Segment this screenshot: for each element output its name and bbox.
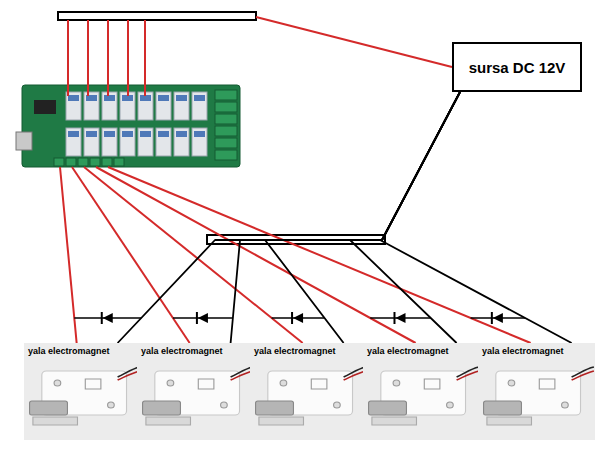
positive-bus-bar bbox=[58, 12, 256, 20]
relay-output-wire bbox=[84, 167, 303, 343]
electromagnet-lock: yala electromagnet bbox=[137, 343, 254, 440]
power-label: sursa DC 12V bbox=[469, 59, 566, 76]
ground-wire bbox=[380, 92, 572, 343]
power-supply-box: sursa DC 12V bbox=[452, 42, 582, 92]
lock-photo bbox=[137, 343, 254, 440]
lock-photo bbox=[478, 343, 595, 440]
ground-wire bbox=[265, 92, 460, 343]
relay-output-wire bbox=[96, 167, 416, 343]
relay-output-wire bbox=[108, 167, 531, 343]
diode-symbol bbox=[272, 312, 325, 324]
lock-photo bbox=[250, 343, 367, 440]
relay-feed-wire bbox=[67, 20, 69, 96]
lock-label: yala electromagnet bbox=[24, 343, 141, 356]
lock-label: yala electromagnet bbox=[250, 343, 367, 356]
relay-feed-wire bbox=[127, 20, 129, 96]
relay-board bbox=[16, 85, 240, 167]
diode-symbol bbox=[173, 312, 233, 324]
electromagnet-lock: yala electromagnet bbox=[478, 343, 595, 440]
relay-feed-wire bbox=[144, 20, 146, 96]
diode-symbol bbox=[74, 312, 141, 324]
relay-feed-wire bbox=[87, 20, 89, 96]
lock-photo bbox=[363, 343, 480, 440]
lock-photo bbox=[24, 343, 141, 440]
positive-wire bbox=[256, 17, 452, 67]
relay-output-wire bbox=[60, 167, 77, 343]
lock-label: yala electromagnet bbox=[137, 343, 254, 356]
electromagnet-lock: yala electromagnet bbox=[250, 343, 367, 440]
ground-wire bbox=[231, 92, 460, 343]
ground-wire bbox=[118, 92, 460, 343]
relay-feed-wire bbox=[107, 20, 109, 96]
electromagnet-lock: yala electromagnet bbox=[24, 343, 141, 440]
lock-label: yala electromagnet bbox=[363, 343, 480, 356]
electromagnet-lock: yala electromagnet bbox=[363, 343, 480, 440]
ground-wire bbox=[350, 92, 460, 343]
lock-label: yala electromagnet bbox=[478, 343, 595, 356]
diode-symbol bbox=[370, 312, 430, 324]
